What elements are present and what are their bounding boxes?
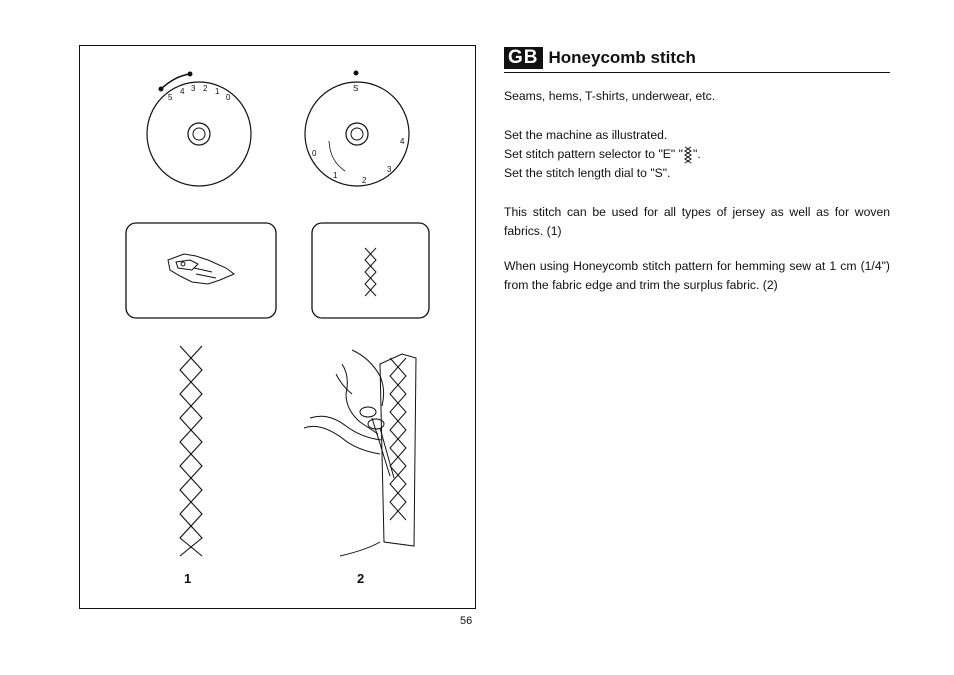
length-mark-s: S [353,84,358,93]
length-mark-4: 4 [400,137,405,146]
step-machine-setup: Set the machine as illustrated. [504,128,668,142]
length-mark-0: 0 [312,149,317,158]
jersey-paragraph: This stitch can be used for all types of… [504,205,890,238]
width-mark-0: 0 [226,93,231,102]
presser-foot-icon [167,253,235,285]
length-mark-2: 2 [362,176,367,185]
length-mark-1: 1 [333,171,338,180]
length-mark-3: 3 [387,165,392,174]
stitch-length-dial [304,70,410,187]
honeycomb-stitch-icon [364,247,377,297]
width-mark-4: 4 [180,87,185,96]
step-pattern-text-before: Set stitch pattern selector to "E" " [504,147,683,161]
width-mark-5: 5 [168,93,173,102]
uses-paragraph: Seams, hems, T-shirts, underwear, etc. [504,89,716,103]
illustration-panel: 5 4 3 2 1 0 S 4 3 2 1 0 [79,45,476,609]
trimming-illustration [303,349,417,557]
illustration-canvas: 5 4 3 2 1 0 S 4 3 2 1 0 [125,70,430,557]
width-mark-1: 1 [215,87,220,96]
honeycomb-stitch-inline-icon [684,146,692,164]
stitch-width-dial [146,71,252,187]
honeycomb-stitch-sample [179,345,203,557]
hemming-paragraph: When using Honeycomb stitch pattern for … [504,259,890,292]
step-pattern-text-after: ". [692,147,701,161]
step-pattern-selector: Set stitch pattern selector to "E" " ". [504,145,890,164]
page-number: 56 [460,615,473,627]
language-badge: GB [504,47,543,69]
text-column: GB Honeycomb stitch Seams, hems, T-shirt… [504,46,890,295]
width-mark-2: 2 [203,84,208,93]
figure-label-1: 1 [184,571,192,586]
figure-label-2: 2 [357,571,365,586]
width-mark-3: 3 [191,84,196,93]
scissors-icon [359,406,395,479]
stitch-pattern-box [311,222,430,319]
page-title: Honeycomb stitch [548,48,696,67]
step-length-dial: Set the stitch length dial to "S". [504,166,671,180]
section-heading: GB Honeycomb stitch [504,46,890,73]
presser-foot-box [125,222,277,319]
